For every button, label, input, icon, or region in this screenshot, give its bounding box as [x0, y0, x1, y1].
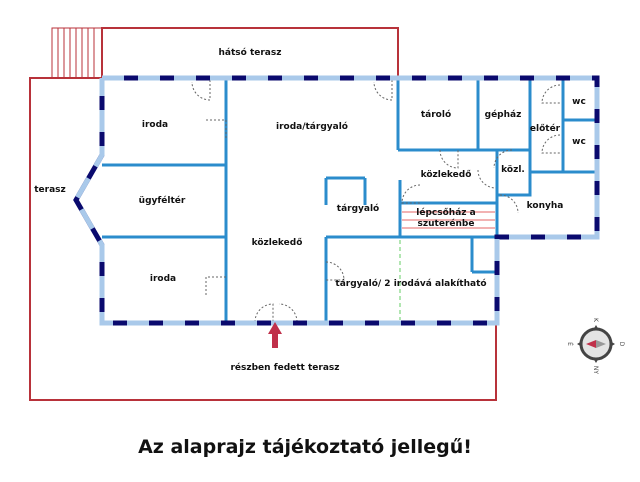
- room-label: iroda/tárgyaló: [276, 121, 348, 132]
- room-label: részben fedett terasz: [230, 362, 339, 373]
- front-terrace-outline: [29, 77, 497, 401]
- room-label: terasz: [34, 185, 66, 195]
- room-label: közl.: [501, 165, 525, 175]
- room-label: iroda: [150, 274, 176, 284]
- compass-icon: K D NY É: [566, 318, 625, 374]
- door-swings: [191, 80, 561, 323]
- room-label: tárgyaló: [337, 203, 379, 214]
- exterior-walls: [73, 75, 600, 326]
- room-label: lépcsőház a: [416, 207, 475, 218]
- room-label: hátsó terasz: [219, 47, 282, 58]
- room-label: tároló: [421, 109, 451, 120]
- room-label: tárgyaló/ 2 irodává alakítható: [335, 278, 486, 289]
- compass-north: K: [592, 318, 599, 323]
- room-label: előtér: [530, 123, 561, 134]
- room-label: szuterénbe: [418, 218, 475, 229]
- compass-east: D: [618, 342, 625, 347]
- disclaimer: Az alaprajz tájékoztató jellegű!: [138, 436, 472, 458]
- room-label: gépház: [485, 109, 522, 120]
- room-label: iroda: [142, 120, 168, 130]
- stair-hatch: [51, 27, 103, 79]
- room-label: wc: [572, 137, 586, 147]
- room-label: közlekedő: [252, 238, 303, 248]
- room-label: konyha: [527, 201, 564, 211]
- compass-south: NY: [592, 366, 599, 374]
- interior-walls: [102, 78, 597, 322]
- entrance-arrow-icon: [268, 322, 282, 348]
- room-label: ügyféltér: [139, 195, 186, 206]
- compass-west: É: [566, 342, 574, 346]
- room-label: közlekedő: [421, 170, 472, 180]
- room-label: wc: [572, 97, 586, 107]
